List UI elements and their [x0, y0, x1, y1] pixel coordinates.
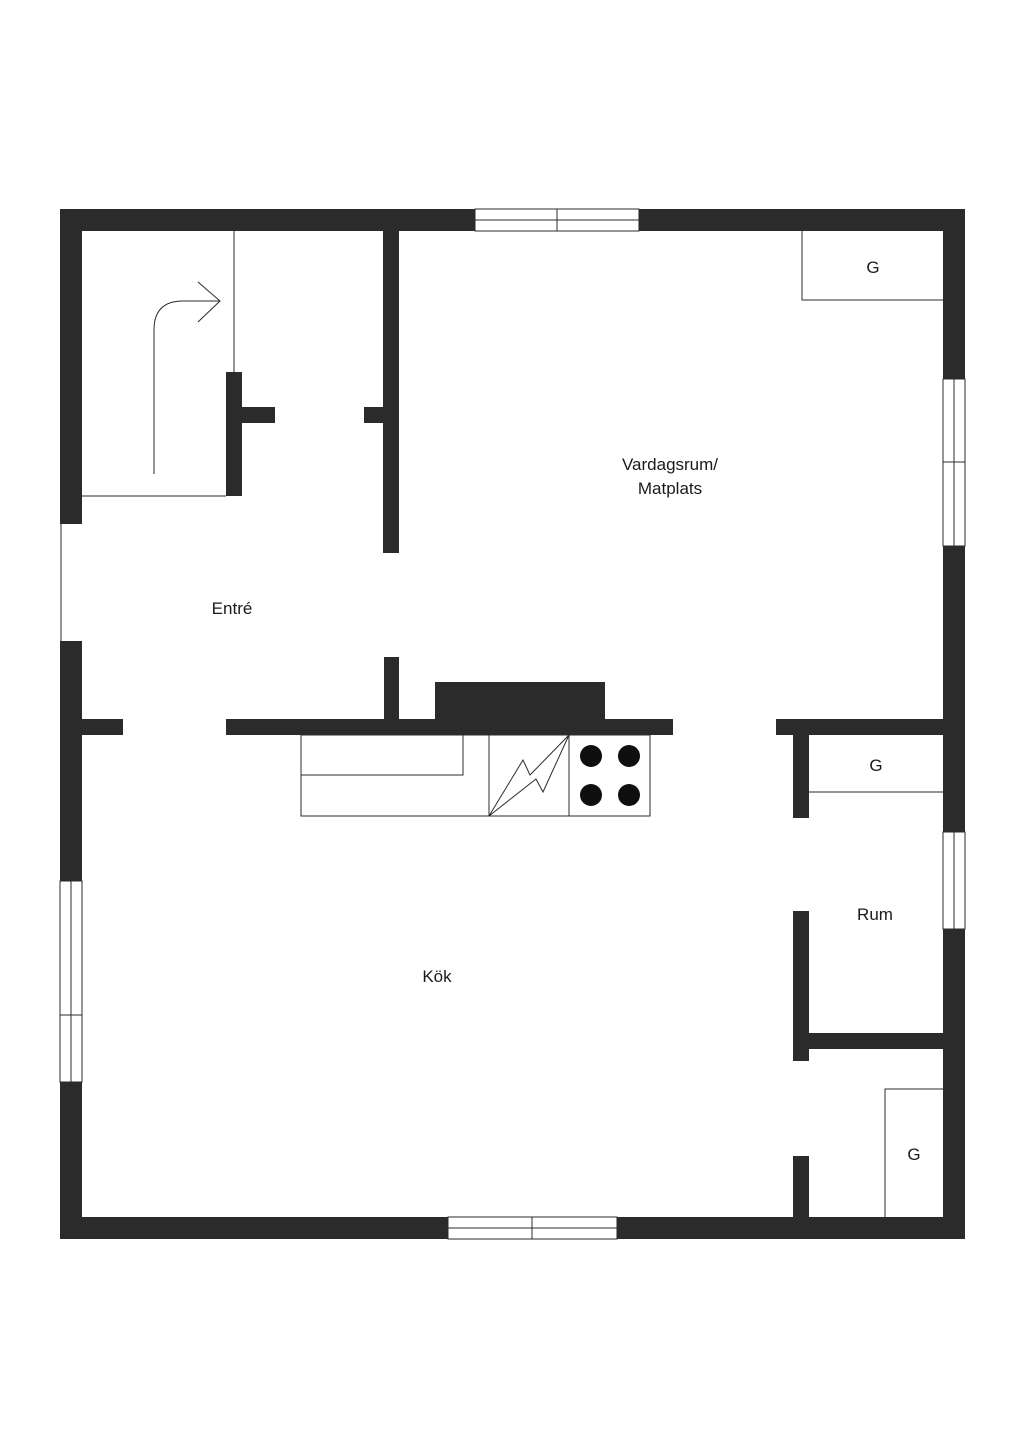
closet-middle-right-label: G — [869, 756, 882, 775]
wall-stair-stub — [242, 407, 275, 423]
label-living-line1: Vardagsrum/ — [622, 455, 718, 474]
window-right-upper — [942, 378, 966, 547]
wall-right-lower — [943, 929, 965, 1239]
wall-corridor — [383, 231, 399, 553]
wall-closet-left-upper — [793, 735, 809, 818]
wall-bottom-left — [60, 1217, 448, 1239]
wall-left-upper — [60, 209, 82, 524]
closet-bottom-right-label: G — [907, 1145, 920, 1164]
wall-room-left — [793, 911, 809, 1061]
label-kitchen: Kök — [422, 967, 452, 986]
wall-right-mid1 — [943, 546, 965, 832]
window-left — [59, 880, 83, 1083]
label-room: Rum — [857, 905, 893, 924]
exterior-walls — [60, 209, 965, 1239]
wall-corridor-stub — [364, 407, 383, 423]
wall-right-top — [943, 209, 965, 379]
wall-left-middle — [60, 641, 82, 881]
closet-top-right-label: G — [866, 258, 879, 277]
wall-top-left — [60, 209, 475, 231]
wall-bottom-right — [617, 1217, 965, 1239]
wall-right-divider — [776, 719, 943, 735]
wall-kitchen-divider — [226, 719, 673, 735]
label-living-line2: Matplats — [638, 479, 702, 498]
closet-top-right: G — [801, 231, 943, 301]
wall-kitchen-post — [384, 657, 399, 719]
stair-arrow-head-icon — [197, 281, 221, 323]
closet-bottom-right: G — [884, 1088, 943, 1217]
wall-left-lower — [60, 1082, 82, 1239]
interior-walls — [82, 231, 943, 1217]
wall-top-right — [639, 209, 965, 231]
wall-stair-post — [226, 372, 242, 496]
window-right-room — [942, 831, 966, 930]
label-entry: Entré — [212, 599, 253, 618]
stove-burner-icon — [580, 745, 640, 806]
wall-left-stub — [82, 719, 123, 735]
wall-bottom-stub — [793, 1156, 809, 1217]
sink — [301, 735, 464, 776]
windows — [59, 208, 966, 1240]
wall-kitchen-block — [435, 682, 605, 719]
closet-middle-right: G — [809, 756, 943, 793]
stair — [82, 231, 235, 497]
kitchen-counter — [300, 734, 651, 817]
window-top — [474, 208, 640, 232]
wall-room-bottom — [809, 1033, 943, 1049]
oven-zigzag-icon — [488, 734, 570, 817]
window-bottom — [447, 1216, 618, 1240]
stair-arrow-icon — [153, 300, 220, 474]
